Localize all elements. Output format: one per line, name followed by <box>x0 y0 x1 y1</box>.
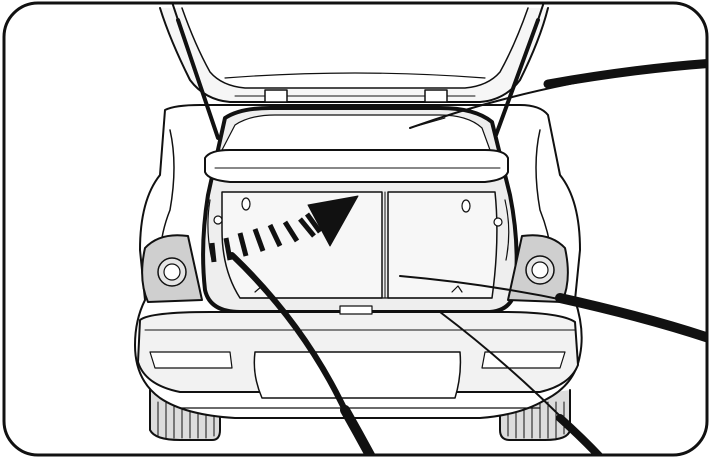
open-tailgate <box>160 8 548 102</box>
licence-plate-recess <box>254 352 460 398</box>
left-hinge <box>265 90 287 102</box>
parcel-shelf <box>205 150 508 182</box>
right-hinge <box>425 90 447 102</box>
rear-seat-right <box>388 192 497 298</box>
